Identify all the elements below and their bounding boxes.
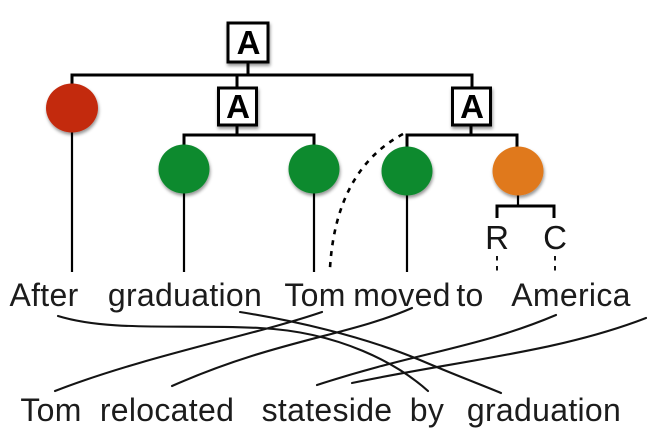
align-curve-tom-tom [53,310,324,393]
bottom-word-relocated: relocated [100,392,234,428]
rc-children: R C [485,219,567,273]
bottom-word-stateside: stateside [262,392,393,428]
orange-node [492,146,544,196]
right-a-label: A [460,88,484,125]
right-a-box [451,86,492,127]
rc-branch-bar [495,204,556,218]
root-a-label: A [237,24,261,61]
alignment-curves [53,306,648,395]
align-curve-america-stateside [350,316,648,385]
left-a-box [217,86,258,127]
c-label: C [543,219,567,256]
top-word-tom: Tom [284,277,345,313]
right-branch-bar [405,133,519,150]
align-curve-graduation-graduation [238,310,503,395]
align-curve-moved-relocated [170,306,414,388]
r-label: R [485,219,509,256]
bottom-word-graduation: graduation [467,392,621,428]
bottom-word-by: by [410,392,444,428]
green-node-2 [288,144,340,194]
red-node [46,83,98,133]
bottom-sentence: Tom relocated stateside by graduation [20,392,621,428]
left-a-label: A [226,88,250,125]
root-branch-bar [70,73,474,88]
green-node-1 [158,144,210,194]
align-curve-toamerica-stateside [315,313,558,387]
top-word-america: America [511,277,630,313]
top-word-after: After [9,277,78,313]
mid-branch-bar [182,133,316,148]
top-word-moved: moved [353,277,451,313]
top-word-graduation: graduation [108,277,262,313]
bottom-word-tom: Tom [20,392,81,428]
root-a-box [226,21,270,64]
green-node-3 [381,146,433,196]
top-word-to: to [456,277,483,313]
tree-branches [70,62,556,218]
top-sentence: After graduation Tom moved to America [9,277,630,313]
leaf-nodes [46,83,544,196]
nonterminal-boxes: A A A [217,21,492,127]
